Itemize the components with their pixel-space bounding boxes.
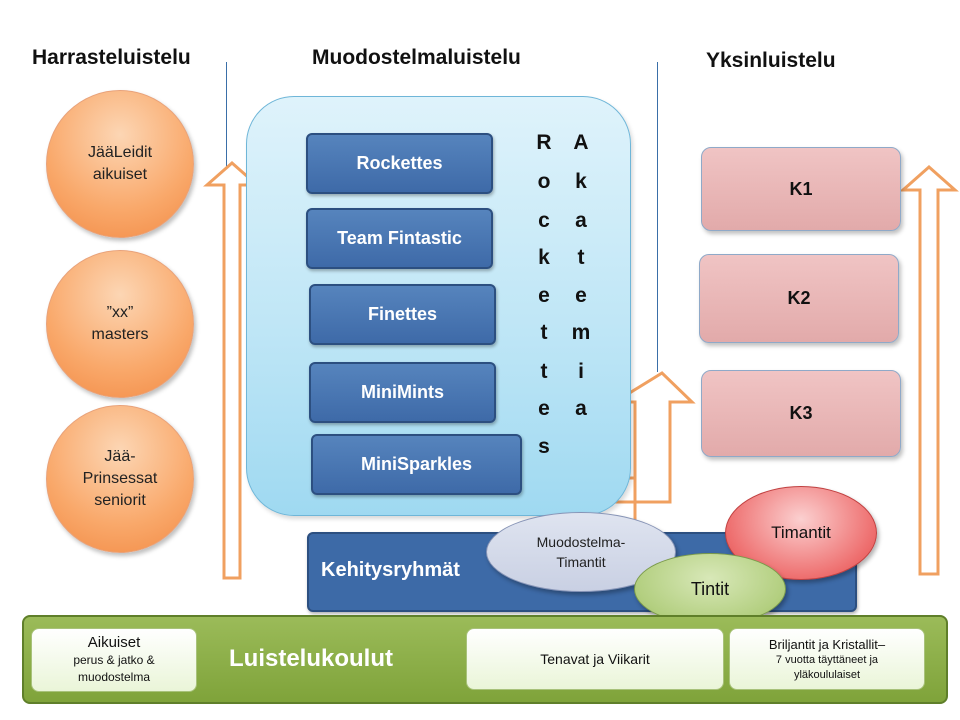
vword-rockettes-letter: e [538,284,550,307]
vword-akatemia-letter: a [575,397,587,420]
group-jaaleidit: JääLeidit aikuiset [46,90,194,238]
development-label: Kehitysryhmät [321,559,460,581]
vword-rockettes-letter: k [538,246,550,269]
vword-akatemia-letter: a [575,209,587,232]
vword-rockettes-letter: t [540,360,548,383]
level-k1: K1 [701,147,901,231]
left-up-arrow [203,161,261,580]
box-tenavat-viikarit: Tenavat ja Viikarit [466,628,724,690]
briljantit-title: Briljantit ja Kristallit– [768,636,886,652]
box-briljantit-kristallit: Briljantit ja Kristallit– 7 vuotta täytt… [729,628,925,690]
heading-harrasteluistelu: Harrasteluistelu [32,46,191,69]
team-fintastic: Team Fintastic [306,208,493,269]
vword-rockettes-letter: t [540,321,548,344]
vword-rockettes-letter: e [538,397,550,420]
vword-rockettes-letter: o [537,170,551,193]
aikuiset-subtitle: perus & jatko & muodostelma [73,653,155,684]
heading-yksinluistelu: Yksinluistelu [706,49,836,72]
box-aikuiset: Aikuiset perus & jatko & muodostelma [31,628,197,692]
vword-akatemia-letter: m [571,321,591,344]
team-rockettes: Rockettes [306,133,493,194]
aikuiset-title: Aikuiset [87,634,141,651]
vword-akatemia-letter: i [578,360,584,383]
vword-akatemia-letter: A [573,131,589,154]
level-k2: K2 [699,254,899,343]
team-finettes: Finettes [309,284,496,345]
right-up-arrow [899,164,959,576]
vword-akatemia-letter: e [575,284,587,307]
heading-muodostelmaluistelu: Muodostelmaluistelu [312,46,521,69]
team-minimints: MiniMints [309,362,496,423]
level-k3: K3 [701,370,901,457]
vword-rockettes-letter: s [538,435,550,458]
tenavat-label: Tenavat ja Viikarit [540,651,650,667]
group-masters: ”xx” masters [46,250,194,398]
briljantit-subtitle: 7 vuotta täyttäneet ja yläkoululaiset [775,653,879,681]
vword-rockettes-letter: R [536,131,552,154]
vword-akatemia-letter: t [577,246,585,269]
team-minisparkles: MiniSparkles [311,434,522,495]
skating-school-label: Luistelukoulut [229,645,393,672]
divider-right [657,62,658,372]
vword-rockettes-letter: c [538,209,550,232]
vword-akatemia-letter: k [575,170,587,193]
group-jaaprinsessat: Jää- Prinsessat seniorit [46,405,194,553]
